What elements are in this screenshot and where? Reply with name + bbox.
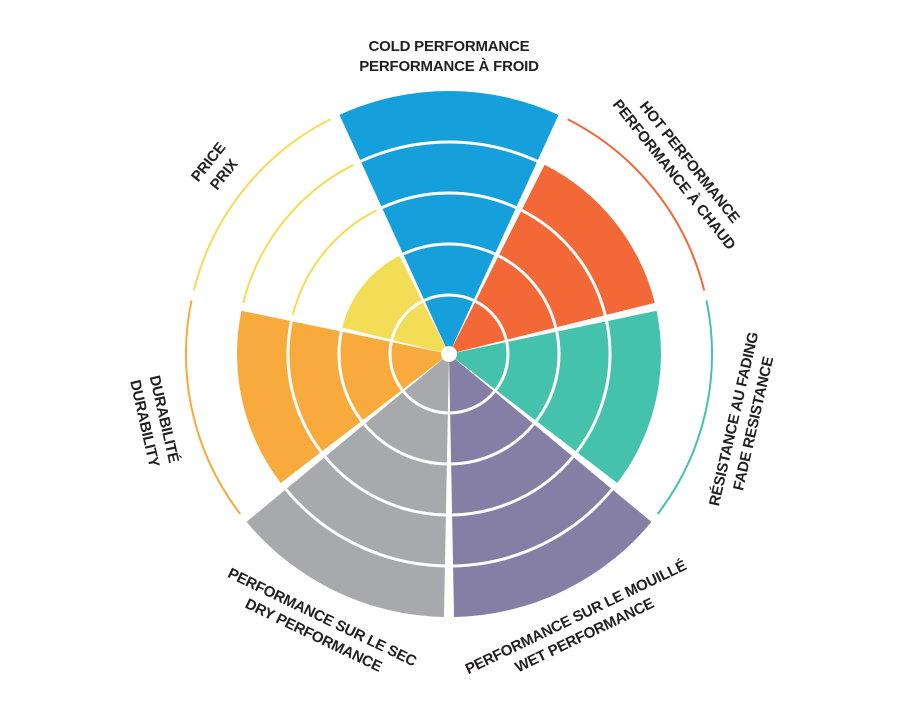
guide-rings — [242, 163, 377, 316]
wedge-divider-cold — [402, 242, 496, 256]
wedge-cold — [339, 90, 559, 347]
outer-arc-fade — [656, 300, 713, 515]
outer-arc-price — [192, 118, 331, 291]
wedge-divider-durability — [286, 320, 323, 453]
label-cold-line-1: PERFORMANCE À FROID — [359, 58, 539, 75]
wedge-divider-durability — [388, 341, 404, 391]
label-cold: COLD PERFORMANCE PERFORMANCE À FROID — [359, 38, 539, 75]
wedge-divider-cold — [360, 140, 538, 163]
wedges — [236, 90, 661, 617]
guide-ring-price — [242, 163, 354, 304]
wedge-divider-fade — [535, 331, 561, 422]
wedge-divider-wet — [452, 455, 575, 517]
outer-arc-durability — [185, 300, 242, 515]
wedge-divider-price — [390, 300, 424, 341]
wedge-wet — [449, 359, 652, 617]
label-hot-line-1: PERFORMANCE À CHAUD — [609, 96, 739, 253]
wedge-hot — [452, 164, 655, 353]
wedge-price — [342, 255, 446, 353]
outer-arc-hot — [567, 118, 706, 291]
wedge-divider-fade — [494, 341, 510, 391]
wedge-divider-dry — [363, 423, 447, 466]
wedge-divider-durability — [337, 331, 363, 422]
wedge-divider-dry — [323, 455, 446, 517]
wedge-divider-dry — [402, 390, 448, 415]
wedge-divider-wet — [450, 390, 496, 415]
wedge-divider-hot — [474, 300, 508, 341]
wedge-divider-wet — [453, 488, 614, 568]
outer-arcs — [185, 118, 713, 515]
guide-ring-price — [291, 209, 377, 316]
label-cold-line-0: COLD PERFORMANCE — [369, 38, 530, 55]
wedge-divider-fade — [575, 320, 612, 453]
wedge-divider-wet — [451, 423, 535, 466]
wedge-divider-hot — [497, 254, 558, 328]
wedge-divider-hot — [520, 208, 607, 316]
wedge-dry — [246, 359, 449, 617]
wedge-divider-cold — [381, 191, 517, 209]
wedge-divider-cold — [423, 293, 475, 302]
wedge-divider-dry — [284, 488, 445, 568]
